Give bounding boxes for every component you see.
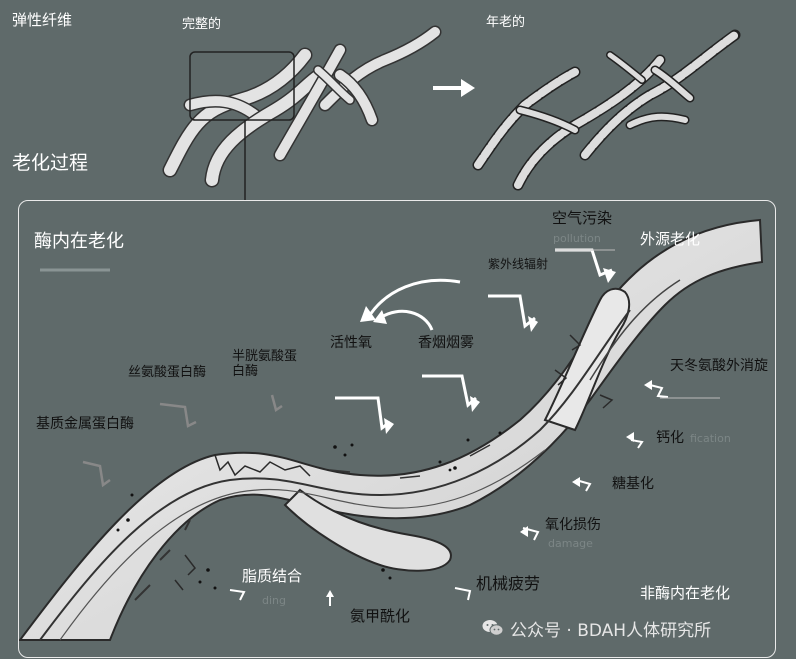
smoke-label: 香烟烟雾 <box>418 335 474 351</box>
watermark: 公众号 · BDAH人体研究所 <box>482 612 782 644</box>
bolt-heads <box>384 268 616 434</box>
calcification-label: 钙化 <box>656 430 684 446</box>
ros-label: 活性氧 <box>330 335 372 351</box>
oxidative-damage-faint: damage <box>548 537 593 550</box>
small-arrows <box>326 380 652 597</box>
intact-fibers <box>162 25 442 188</box>
mechanical-fatigue-label: 机械疲劳 <box>476 574 541 593</box>
watermark-text: 公众号 · BDAH人体研究所 <box>510 620 712 641</box>
debris-dots <box>116 431 502 590</box>
air-pollution-label: 空气污染 <box>552 209 613 227</box>
aging-panel <box>18 200 776 658</box>
lipid-binding-faint: ding <box>262 594 286 607</box>
aging-arrow <box>433 79 475 97</box>
intact-label: 完整的 <box>182 17 222 32</box>
process-title: 老化过程 <box>12 152 89 174</box>
large-fiber <box>17 218 764 641</box>
lipid-binding-label: 脂质结合 <box>242 567 303 585</box>
aged-label: 年老的 <box>486 15 526 30</box>
oxidative-damage-label: 氧化损伤 <box>545 517 601 533</box>
section-title: 弹性纤维 <box>12 11 73 29</box>
uv-label: 紫外线辐射 <box>488 257 549 271</box>
wechat-icon <box>482 619 504 637</box>
mmp-label: 基质金属蛋白酶 <box>36 416 134 432</box>
nonenzymatic-title: 非酶内在老化 <box>640 584 731 602</box>
ros-arrows <box>366 278 461 331</box>
aged-fibers <box>472 29 741 191</box>
aspartate-label: 天冬氨酸外消旋 <box>670 358 768 374</box>
serine-protease-label: 丝氨酸蛋白酶 <box>128 365 207 380</box>
intrinsic-title: 酶内在老化 <box>34 231 124 252</box>
glycation-label: 糖基化 <box>612 476 654 492</box>
calcification-faint: fication <box>690 432 731 445</box>
grey-bolts <box>82 394 283 488</box>
extrinsic-title: 外源老化 <box>640 230 701 248</box>
zoom-box <box>189 51 295 121</box>
ros-arrowhead-2 <box>373 310 387 324</box>
ros-arrowhead-1 <box>360 306 376 322</box>
cysteine-protease-label: 半胱氨酸蛋白酶 <box>232 349 298 379</box>
carbamylation-label: 氨甲酰化 <box>350 607 411 625</box>
air-pollution-faint: pollution <box>553 232 601 245</box>
